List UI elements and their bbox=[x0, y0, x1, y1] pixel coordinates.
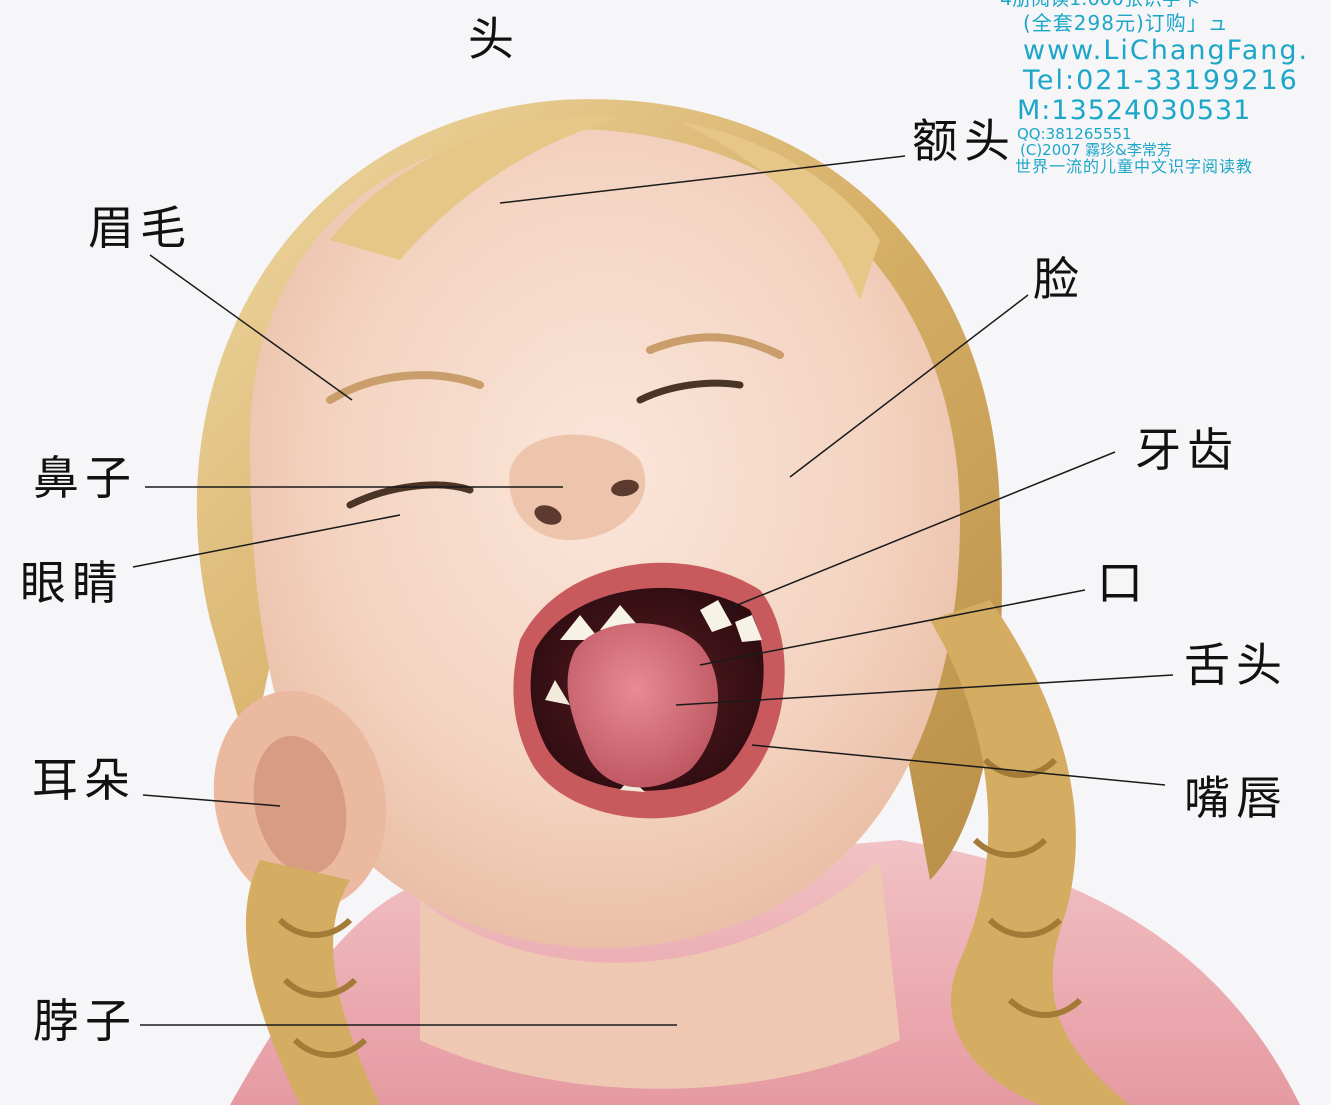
label-nose: 鼻子 bbox=[33, 451, 137, 505]
watermark-line-2: (全套298元)订购」ュ bbox=[1023, 11, 1229, 35]
label-teeth: 牙齿 bbox=[1135, 423, 1239, 477]
left-eyebrow bbox=[326, 371, 484, 404]
watermark-line-1: 4册阅读1:000张识字卡 bbox=[1000, 0, 1331, 10]
leader-lines bbox=[132, 155, 1174, 1026]
watermark-mobile: M:13524030531 bbox=[1017, 95, 1252, 126]
watermark-phone: Tel:021-33199216 bbox=[1023, 65, 1299, 96]
watermark-slogan: 世界一流的儿童中文识字阅读教 bbox=[1015, 157, 1254, 176]
label-neck: 脖子 bbox=[33, 994, 137, 1048]
right-nostril bbox=[611, 479, 639, 497]
publisher-watermark: 4册阅读1:000张识字卡 (全套298元)订购」ュ www.LiChangFa… bbox=[1000, 0, 1331, 176]
label-eye: 眼睛 bbox=[20, 556, 124, 610]
label-eyebrow: 眉毛 bbox=[88, 201, 192, 255]
tongue-shape bbox=[567, 623, 719, 788]
watermark-website: www.LiChangFang. bbox=[1023, 35, 1310, 66]
label-forehead: 额头 bbox=[912, 114, 1016, 168]
right-eye bbox=[636, 379, 744, 404]
label-tongue: 舌头 bbox=[1184, 638, 1288, 692]
label-face: 脸 bbox=[1033, 252, 1085, 306]
label-lips: 嘴唇 bbox=[1184, 771, 1288, 825]
watermark-qq: QQ:381265551 bbox=[1017, 125, 1132, 143]
left-nostril bbox=[534, 505, 562, 525]
watermark-copyright: (C)2007 霧珍&李常芳 bbox=[1020, 141, 1172, 159]
upper-teeth bbox=[560, 600, 762, 642]
lower-teeth bbox=[545, 680, 645, 792]
label-ear: 耳朵 bbox=[32, 753, 136, 807]
neck-shape bbox=[420, 860, 900, 1089]
right-eyebrow bbox=[646, 333, 784, 359]
label-mouth: 口 bbox=[1097, 556, 1149, 610]
label-head: 头 bbox=[468, 12, 520, 66]
face-shape bbox=[250, 129, 960, 948]
